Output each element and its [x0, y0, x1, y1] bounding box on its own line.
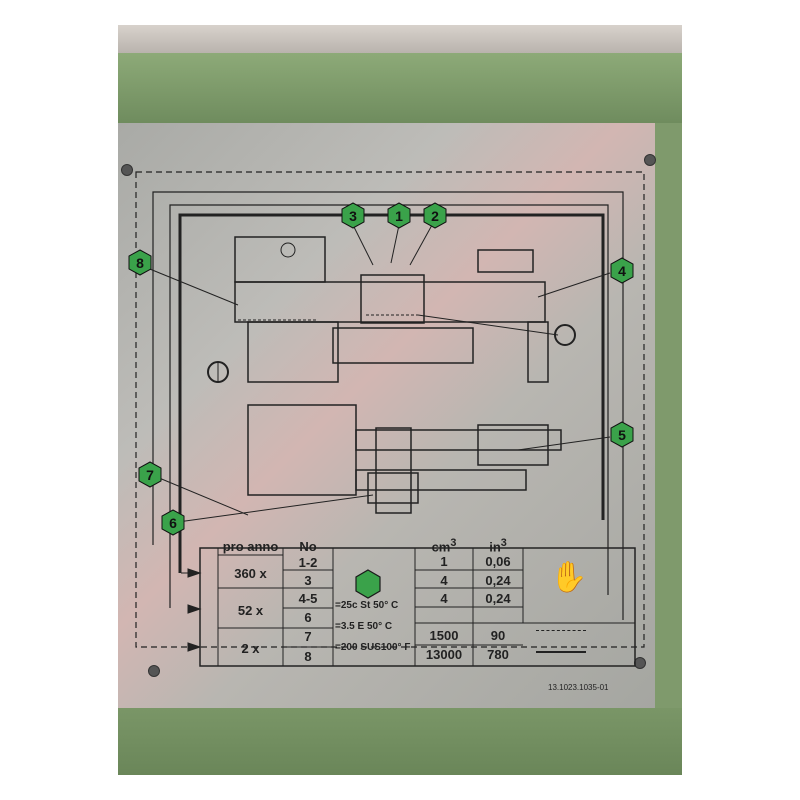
svg-text:4: 4: [618, 263, 626, 279]
freq-52: 52 x: [237, 603, 264, 618]
header-no: No: [299, 539, 317, 554]
cm3-1: 1: [440, 554, 448, 569]
callout-6: 6: [161, 509, 185, 536]
svg-text:7: 7: [146, 467, 154, 483]
lubrication-diagram: [135, 171, 645, 667]
svg-text:3: 3: [349, 208, 357, 224]
oil-can-hand-icon: ✋: [550, 561, 588, 594]
no-1-2: 1-2: [298, 555, 318, 570]
callout-5: 5: [610, 421, 634, 448]
in3-3: 0,24: [485, 591, 511, 606]
freq-360: 360 x: [234, 566, 267, 581]
in3-sup: 3: [500, 537, 507, 549]
screw: [148, 665, 160, 677]
in3-2: 0,24: [485, 573, 511, 588]
in3-label: in: [489, 539, 501, 555]
callout-8: 8: [128, 249, 152, 276]
no-4-5: 4-5: [298, 591, 318, 606]
header-pro-anno: pro anno: [222, 539, 279, 554]
background-wall: [118, 25, 682, 53]
screw: [121, 164, 133, 176]
oil-spec-2: =3.5 E 50° C: [335, 621, 393, 632]
no-7: 7: [304, 629, 312, 644]
cm3-label: cm: [431, 539, 451, 555]
machine-photo: 3 1 2 4 8 5 7 6 pro anno No cm3 in3 360 …: [118, 25, 682, 775]
callout-7: 7: [138, 461, 162, 488]
machine-body: [118, 708, 682, 775]
no-8: 8: [304, 649, 312, 664]
in3-5: 780: [487, 647, 509, 662]
callout-4: 4: [610, 257, 634, 284]
header-cm3: cm3: [415, 537, 473, 554]
oil-level-icon: [536, 630, 586, 653]
machine-ledge: [118, 53, 682, 123]
header-in3: in3: [473, 537, 523, 554]
in3-1: 0,06: [485, 554, 511, 569]
in3-4: 90: [490, 628, 506, 643]
screw: [644, 154, 656, 166]
callout-2: 2: [423, 202, 447, 229]
oil-spec-1: =25c St 50° C: [335, 600, 399, 611]
part-number: 13.1023.1035-01: [548, 683, 609, 692]
callout-3: 3: [341, 202, 365, 229]
cm3-3: 4: [440, 591, 448, 606]
svg-text:2: 2: [431, 208, 439, 224]
cm3-sup: 3: [450, 537, 457, 549]
cm3-4: 1500: [429, 628, 459, 643]
callout-1: 1: [387, 202, 411, 229]
svg-text:1: 1: [395, 208, 403, 224]
oil-spec-3: =200 SUS100° F: [335, 642, 411, 653]
no-3: 3: [304, 573, 312, 588]
cm3-5: 13000: [425, 647, 463, 662]
lubrication-plate: [118, 123, 655, 708]
svg-text:8: 8: [136, 255, 144, 271]
svg-text:6: 6: [169, 515, 177, 531]
cm3-2: 4: [440, 573, 448, 588]
svg-text:5: 5: [618, 427, 626, 443]
no-6: 6: [304, 610, 312, 625]
freq-2: 2 x: [241, 641, 260, 656]
callout-markers: 3 1 2 4 8 5 7 6: [128, 202, 634, 536]
